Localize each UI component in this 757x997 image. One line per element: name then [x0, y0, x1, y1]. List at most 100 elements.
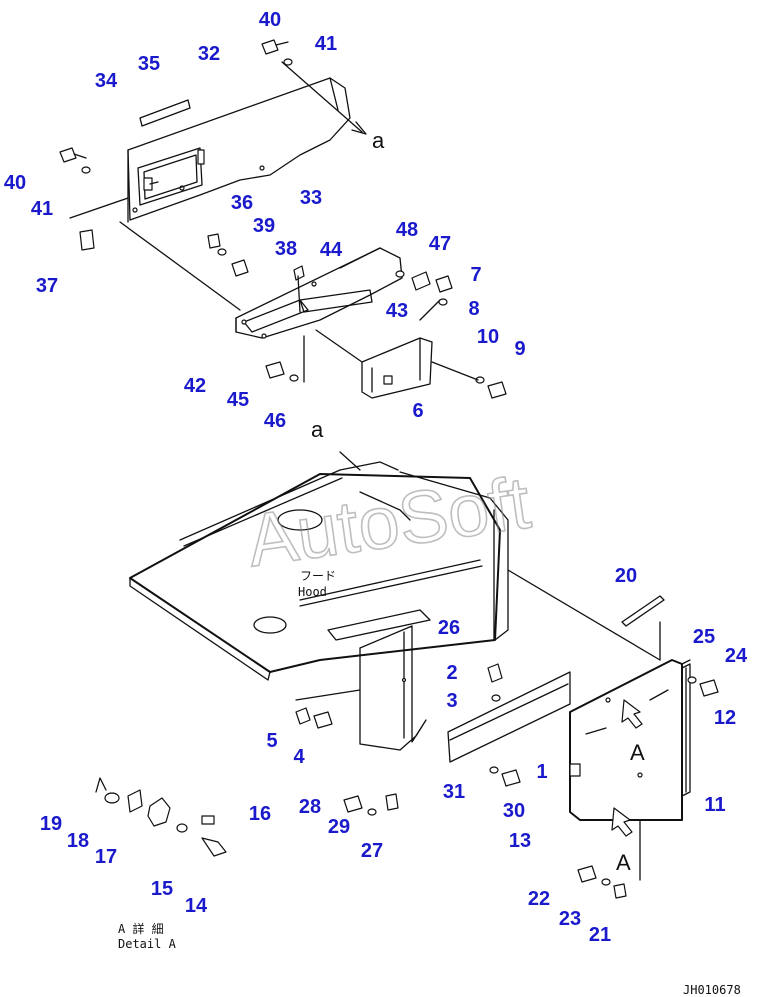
- bolt-24: [699, 679, 719, 697]
- callout-16: 16: [249, 803, 271, 825]
- bolt-38: [231, 259, 249, 277]
- spring-19: [95, 777, 107, 793]
- side-panel-26: [359, 625, 427, 751]
- pin-44: [293, 265, 305, 281]
- callout-12: 12: [714, 707, 736, 729]
- washer-15b: [176, 823, 188, 833]
- bolt-28: [343, 795, 363, 813]
- plate-17: [127, 789, 143, 813]
- detail-label-en: Detail A: [118, 937, 177, 951]
- callout-11: 11: [704, 794, 725, 816]
- leader-20: [507, 569, 661, 661]
- rod-35: [139, 99, 191, 127]
- callout-31: 31: [443, 781, 465, 803]
- callout-19: 19: [40, 813, 62, 835]
- callout-32: 32: [198, 43, 220, 65]
- callout-42: 42: [184, 375, 206, 397]
- callout-7: 7: [470, 264, 481, 286]
- washer-25: [687, 676, 697, 684]
- callout-24: 24: [725, 645, 748, 667]
- bolt-4: [313, 711, 333, 729]
- detail-A-parts: [95, 777, 227, 857]
- callout-44: 44: [320, 239, 343, 261]
- callout-34: 34: [95, 70, 118, 92]
- callout-41: 41: [31, 198, 53, 220]
- leader-lower: [119, 221, 241, 311]
- leader-5: [295, 689, 361, 701]
- leader-to-a: [281, 61, 363, 133]
- bolt-40-left: [59, 147, 87, 163]
- view-label-A-bottom: A: [616, 850, 631, 875]
- bolt-9: [487, 381, 507, 399]
- callout-25: 25: [693, 626, 715, 648]
- callout-2: 2: [446, 662, 457, 684]
- washer-8: [438, 298, 448, 306]
- arrow-a-lower: [611, 807, 633, 837]
- bracket-42: [235, 247, 403, 339]
- callout-40: 40: [259, 9, 281, 31]
- callout-39: 39: [253, 215, 275, 237]
- bolt-45: [265, 361, 285, 379]
- connector-line-7: [419, 299, 441, 321]
- bolt-2: [487, 663, 503, 683]
- rod-20: [621, 595, 665, 627]
- clip-21: [613, 883, 627, 899]
- callout-20: 20: [615, 565, 637, 587]
- callout-3: 3: [446, 690, 457, 712]
- latch-13: [569, 763, 581, 777]
- connector-line-6: [315, 329, 363, 363]
- callout-45: 45: [227, 389, 249, 411]
- hood: [129, 461, 509, 681]
- callout-33: 33: [300, 187, 322, 209]
- callout-36: 36: [231, 192, 253, 214]
- callout-37: 37: [36, 275, 58, 297]
- watermark: AutoSoft: [242, 461, 535, 583]
- callout-27: 27: [361, 840, 383, 862]
- view-label-a-mid: a: [311, 417, 324, 442]
- washer-41-left: [81, 166, 91, 174]
- callout-1: 1: [536, 761, 547, 783]
- nut-18: [104, 792, 120, 804]
- callout-15: 15: [151, 878, 173, 900]
- bolt-7: [435, 275, 453, 293]
- callout-40: 40: [4, 172, 26, 194]
- leader-a-mid: [339, 451, 361, 471]
- callout-30: 30: [503, 800, 525, 822]
- callout-46: 46: [264, 410, 286, 432]
- handle-14: [201, 837, 227, 857]
- callout-6: 6: [412, 400, 423, 422]
- callout-17: 17: [95, 846, 117, 868]
- washer-3: [491, 694, 501, 702]
- arrow-a-upper: [621, 699, 643, 729]
- nut-36: [207, 233, 221, 249]
- callout-38: 38: [275, 238, 297, 260]
- washer-10: [475, 376, 485, 384]
- clip-27: [385, 793, 399, 811]
- washer-46: [289, 374, 299, 382]
- view-label-A-cover: A: [630, 740, 645, 765]
- callout-47: 47: [429, 233, 451, 255]
- callout-41: 41: [315, 33, 337, 55]
- callout-26: 26: [438, 617, 460, 639]
- callout-10: 10: [477, 326, 499, 348]
- bracket-43: [299, 289, 373, 313]
- callout-5: 5: [266, 730, 277, 752]
- callout-43: 43: [386, 300, 408, 322]
- latch-34: [143, 177, 159, 191]
- callout-4: 4: [293, 746, 305, 768]
- seal-strip-12: [681, 663, 691, 797]
- view-label-a-top: a: [372, 128, 385, 153]
- callout-9: 9: [514, 338, 525, 360]
- washer-5: [295, 707, 311, 725]
- washer-23: [601, 878, 611, 886]
- cap-16: [201, 815, 215, 825]
- leader-10: [431, 361, 479, 381]
- bolt-40-top: [261, 39, 289, 55]
- washer-29: [367, 808, 377, 816]
- cam-15: [147, 797, 171, 827]
- washer-48: [395, 270, 405, 278]
- callout-8: 8: [468, 298, 479, 320]
- bracket-plate-32: [127, 77, 351, 223]
